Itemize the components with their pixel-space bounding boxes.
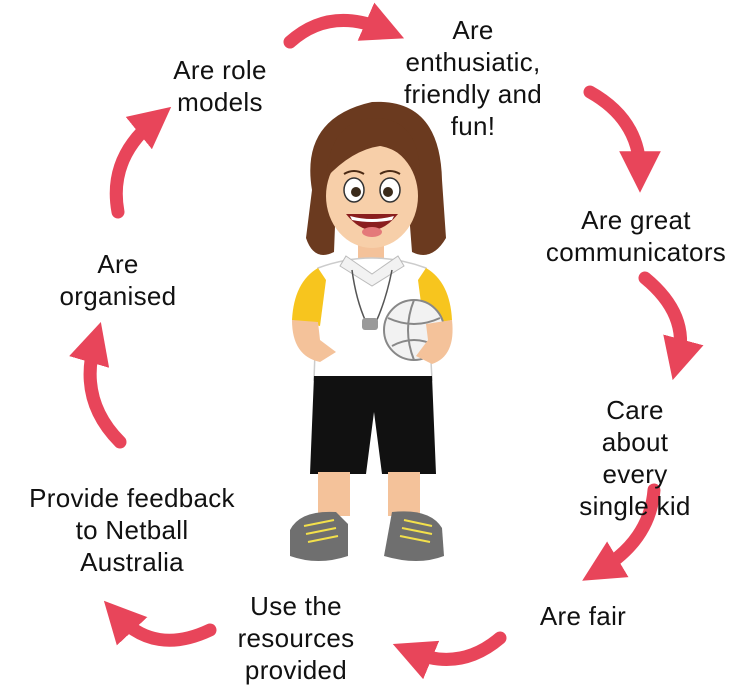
cycle-arrow-7 (69, 322, 127, 449)
cycle-arrow-2 (583, 85, 661, 193)
label-enthusiastic: Are enthusiatic, friendly and fun! (403, 15, 543, 141)
cycle-arrow-1 (283, 2, 405, 49)
cycle-arrow-5 (392, 631, 507, 680)
label-role-models: Are role models (173, 55, 267, 117)
cycle-arrow-4 (582, 483, 661, 581)
label-provide-feedback: Provide feedback to Netball Australia (29, 483, 235, 577)
label-great-communicators: Are great communicators (545, 205, 727, 267)
cycle-arrow-6 (103, 600, 217, 647)
coach-figure-illustration (290, 101, 453, 561)
label-are-organised: Are organised (59, 249, 177, 311)
label-care-about-every-kid: Care about every single kid (579, 395, 691, 521)
cycle-arrow-3 (638, 271, 704, 381)
cycle-arrow-8 (109, 106, 172, 219)
label-are-fair: Are fair (539, 601, 627, 631)
label-use-resources: Use the resources provided (237, 591, 355, 685)
